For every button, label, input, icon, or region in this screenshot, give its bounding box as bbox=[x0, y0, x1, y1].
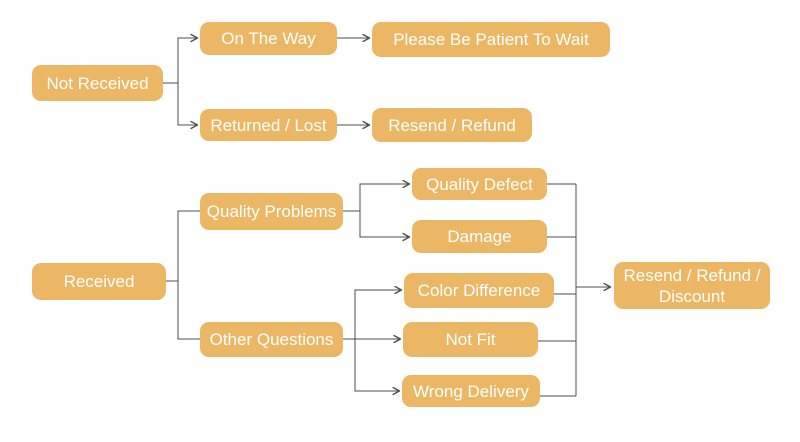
edge-not-received-to-returned-lost bbox=[163, 82, 199, 130]
flowchart-edges bbox=[163, 33, 612, 397]
edge-received-to-quality-problems bbox=[166, 210, 200, 282]
flowchart-node-other-questions: Other Questions bbox=[200, 322, 343, 357]
flowchart-node-not-fit: Not Fit bbox=[403, 322, 538, 357]
flowchart-node-resend-refund-discount: Resend / Refund / Discount bbox=[614, 262, 770, 309]
edge-other-questions-to-color-difference bbox=[343, 285, 403, 340]
flowchart-node-please-be-patient: Please Be Patient To Wait bbox=[372, 22, 610, 57]
flowchart-node-color-difference: Color Difference bbox=[404, 273, 554, 308]
flowchart-node-received: Received bbox=[32, 263, 166, 300]
edge-not-received-to-on-the-way bbox=[163, 33, 199, 84]
edge-received-to-other-questions bbox=[166, 280, 200, 340]
flowchart-node-on-the-way: On The Way bbox=[200, 22, 337, 55]
flowchart-node-quality-problems: Quality Problems bbox=[200, 193, 343, 230]
flowchart-node-not-received: Not Received bbox=[32, 65, 163, 101]
flowchart-node-returned-lost: Returned / Lost bbox=[200, 109, 337, 141]
edge-quality-problems-to-damage bbox=[343, 210, 411, 242]
flowchart-node-wrong-delivery: Wrong Delivery bbox=[402, 375, 540, 407]
flowchart-node-resend-refund: Resend / Refund bbox=[372, 108, 532, 142]
flowchart-node-damage: Damage bbox=[412, 220, 547, 253]
flowchart-node-quality-defect: Quality Defect bbox=[412, 168, 547, 200]
edge-other-questions-to-wrong-delivery bbox=[343, 338, 401, 396]
edge-quality-problems-to-quality-defect bbox=[343, 179, 411, 212]
